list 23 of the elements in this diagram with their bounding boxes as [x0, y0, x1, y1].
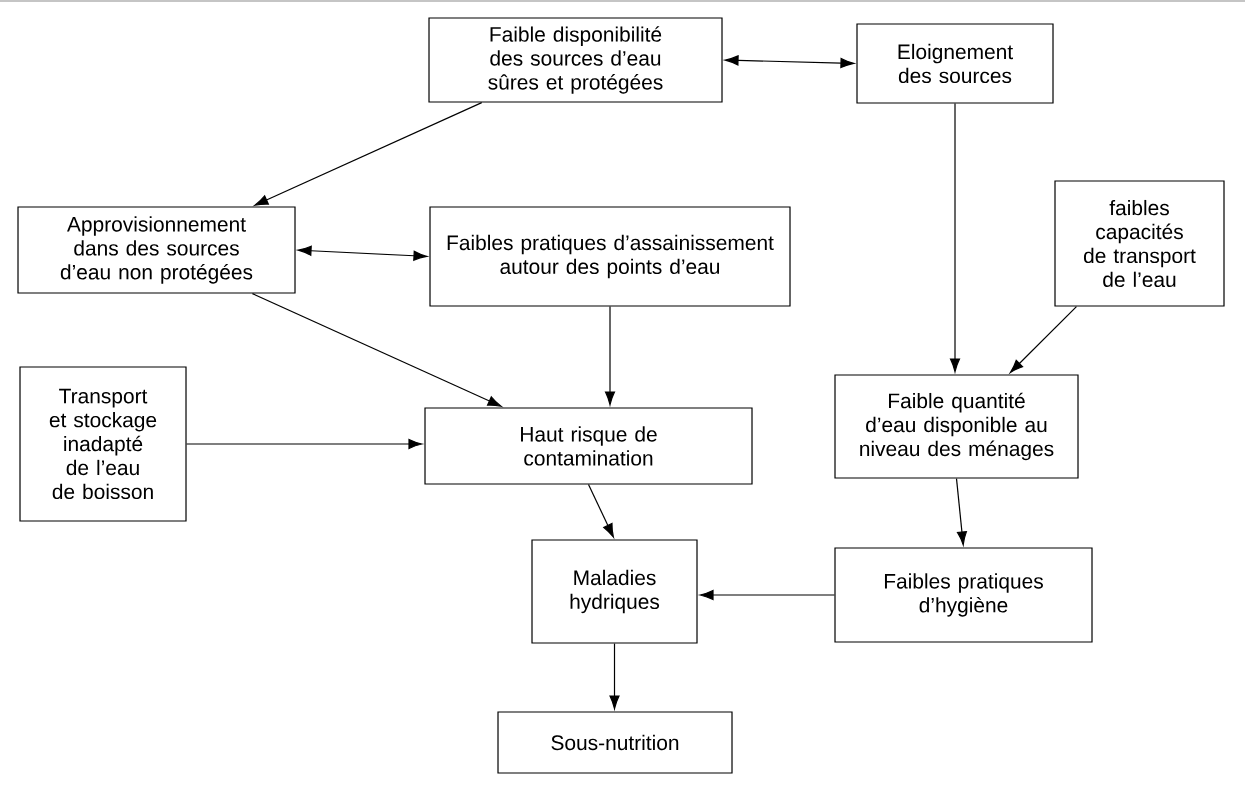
box: faibles capacités de transport de l’eau	[1054, 180, 1225, 307]
arrow	[604, 306, 616, 406]
arrow	[955, 478, 967, 546]
box: Faible quantité d’eau disponible au niveau des ménages	[834, 374, 1079, 479]
box: Eloignement des sources	[856, 23, 1054, 104]
box: Approvisionnement dans des sources d’eau non protégées	[17, 206, 296, 294]
arrow	[699, 589, 835, 601]
arrow	[609, 643, 620, 710]
arrow	[587, 484, 614, 538]
arrow	[251, 293, 502, 407]
box: Faibles pratiques d’hygiène	[834, 547, 1093, 643]
arrow	[1009, 306, 1078, 374]
arrow	[949, 103, 961, 373]
box: Faibles pratiques d’assainissement autour des points d’eau	[429, 206, 791, 307]
box: Transport et stockage inadapté de l’eau de boisson	[19, 366, 187, 522]
box: Sous-nutrition	[497, 711, 733, 774]
box: Haut risque de contamination	[424, 407, 753, 485]
box: Maladies hydriques	[531, 539, 698, 644]
box: Faible disponibilité des sources d’eau sûres et protégées	[428, 17, 723, 103]
arrow	[254, 102, 483, 206]
arrow	[724, 55, 855, 69]
arrow	[186, 438, 423, 450]
arrow	[297, 245, 428, 261]
